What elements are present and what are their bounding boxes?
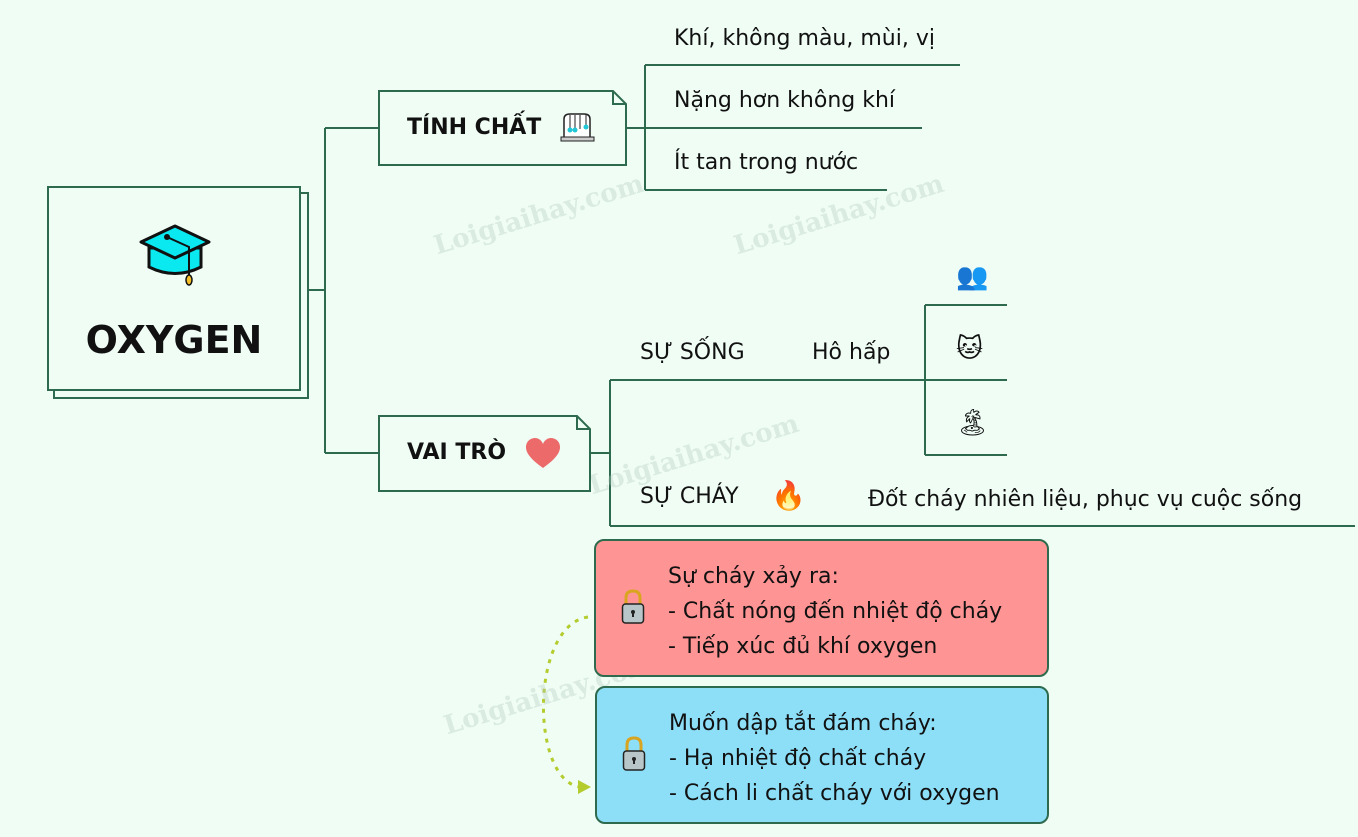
leaf-text: Khí, không màu, mùi, vị [674,26,935,51]
leaf-text: Đốt cháy nhiên liệu, phục vụ cuộc sống [868,487,1303,512]
people-icon: 👥 [956,262,989,292]
note-line: - Cách li chất cháy với oxygen [669,781,1000,806]
central-topic[interactable]: OXYGEN [47,186,301,391]
branch-node-vai-tro[interactable] [378,415,593,493]
branch-node-tinh-chat[interactable] [378,90,628,167]
leaf-text: Nặng hơn không khí [674,88,896,113]
note-line: - Hạ nhiệt độ chất cháy [669,746,927,771]
note-line: - Tiếp xúc đủ khí oxygen [668,634,938,659]
leaf-text: Hô hấp [812,340,891,365]
lock-icon [621,589,645,624]
heart-icon [526,438,560,468]
graduation-cap-icon [139,224,211,286]
branch-label: VAI TRÒ [407,440,507,465]
leaf-text: Ít tan trong nước [674,150,859,175]
sub-branch-label: SỰ CHÁY [640,484,739,509]
cat-icon: 🐱 [956,334,984,364]
note-line: Sự cháy xảy ra: [668,564,839,589]
branch-label: TÍNH CHẤT [407,115,542,140]
note-box-extinguish[interactable]: Muốn dập tắt đám cháy: - Hạ nhiệt độ chấ… [595,686,1049,824]
lock-icon [622,736,646,771]
note-line: - Chất nóng đến nhiệt độ cháy [668,599,1003,624]
note-line: Muốn dập tắt đám cháy: [669,711,937,736]
central-title: OXYGEN [85,318,263,362]
sub-branch-label: SỰ SỐNG [640,340,745,365]
island-tree-icon: 🏝 [956,408,990,438]
note-box-fire-conditions[interactable]: Sự cháy xảy ra: - Chất nóng đến nhiệt độ… [594,539,1049,677]
newtons-cradle-icon [560,113,595,142]
fire-icon: 🔥 [771,479,806,512]
